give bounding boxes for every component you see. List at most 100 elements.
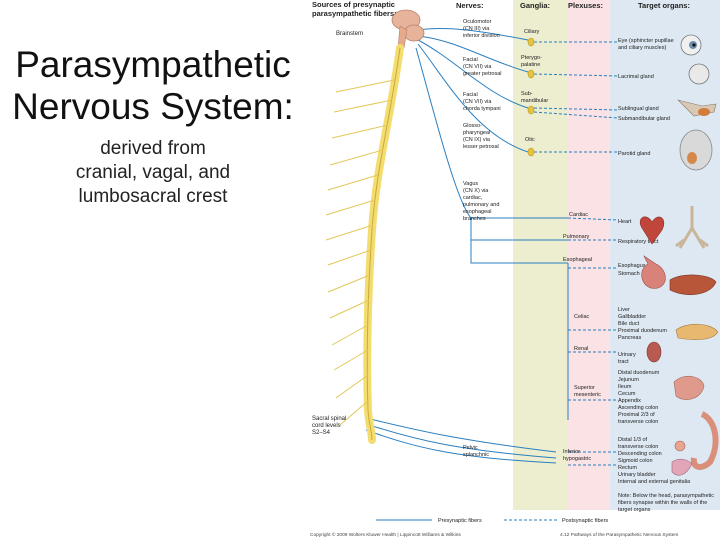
target-label: Appendix <box>618 398 641 404</box>
nerve-label: pulmonary and <box>463 202 499 208</box>
ganglion-label: Ciliary <box>524 29 540 35</box>
legend-postsynaptic: Postsynaptic fibers <box>562 518 608 524</box>
fiber-vagus-esophageal <box>470 240 568 264</box>
target-label: Rectum <box>618 465 637 471</box>
pterygopalatine-ganglion <box>527 69 535 79</box>
target-label: Liver <box>618 307 630 313</box>
nerve-label: lesser petrosal <box>463 144 499 150</box>
nerve-label: branches <box>463 216 486 222</box>
nerve-label: inferior division <box>463 33 500 39</box>
spinal-cord-center <box>366 47 401 441</box>
bladder-icon <box>674 440 686 452</box>
figure-svg: Sources of presynaptic parasympathetic f… <box>310 0 720 538</box>
kidney-icon <box>646 341 662 363</box>
nerve-label: (CN III) via <box>463 26 490 32</box>
target-label: transverse colon <box>618 444 658 450</box>
ganglion-label: mandibular <box>521 98 548 104</box>
post-fiber <box>533 111 619 119</box>
nerve-label: (CN VII) via <box>463 99 492 105</box>
target-label: Descending colon <box>618 451 662 457</box>
organ-illustrations <box>639 34 719 476</box>
legend-presynaptic: Presynaptic fibers <box>438 518 482 524</box>
plexus-label: Pulmonary <box>563 234 590 240</box>
post-fiber <box>567 217 619 221</box>
nerve-label: chorda tympani <box>463 106 501 112</box>
subtitle-line: cranial, vagal, and <box>75 162 231 183</box>
subtitle-line: lumbosacral crest <box>78 186 228 207</box>
target-label: Lacrimal gland <box>618 74 654 80</box>
target-label: and ciliary muscles) <box>618 45 666 51</box>
fiber-facial-petrosal <box>417 35 529 73</box>
target-label: Sublingual gland <box>618 106 659 112</box>
nerve-label: esophageal <box>463 209 491 215</box>
target-label: Esophagus <box>618 263 646 269</box>
nerve-label: greater petrosal <box>463 71 502 77</box>
target-label: Heart <box>618 219 632 225</box>
eyeball-icon <box>688 63 710 85</box>
fiber-oculomotor <box>417 27 529 41</box>
trachea-icon <box>675 206 709 249</box>
target-label: tract <box>618 359 629 365</box>
otic-ganglion <box>527 147 535 157</box>
parotid-icon <box>687 152 697 164</box>
small-intestine-icon <box>673 375 705 400</box>
figure-caption: 4.12 Pathways of the Parasympathetic Ner… <box>560 532 678 538</box>
target-label: Proximal duodenum <box>618 328 667 334</box>
pancreas-icon <box>675 323 719 340</box>
heart-icon <box>639 216 665 245</box>
fiber-facial-chorda <box>417 39 529 109</box>
nerve-label: Pelvic <box>463 445 478 451</box>
subtitle-line: derived from <box>100 138 206 159</box>
note-text: target organs <box>618 507 651 513</box>
target-label: Sigmoid colon <box>618 458 653 464</box>
nerve-label: splanchnic <box>463 452 489 458</box>
target-column <box>610 0 720 510</box>
copyright: Copyright © 2009 Wolters Kluwer Health |… <box>310 531 461 538</box>
ciliary-ganglion <box>527 37 535 47</box>
spinal-nerve-roots <box>325 79 395 426</box>
post-fiber <box>533 73 619 77</box>
note-text: fibers synapse within the walls of the <box>618 500 707 506</box>
label-sacral: Sacral spinal <box>312 416 346 422</box>
uterus-icon <box>671 458 693 476</box>
header-plexuses: Plexuses: <box>568 1 603 10</box>
nerve-label: Facial <box>463 92 478 98</box>
header-sources: Sources of presynaptic <box>312 0 395 9</box>
target-label: Ileum <box>618 384 632 390</box>
fiber-pelvic-3 <box>365 429 557 464</box>
plexus-label: Esophageal <box>563 257 592 263</box>
fiber-pelvic-1 <box>365 417 557 453</box>
target-label: Jejunum <box>618 377 639 383</box>
plexus-label: Cardiac <box>569 212 588 218</box>
plexus-label: Superior <box>574 385 595 391</box>
title-line: Parasympathetic <box>15 44 291 85</box>
ganglion-label: Pterygo- <box>521 55 542 61</box>
liver-icon <box>669 274 717 295</box>
header-sources: parasympathetic fibers: <box>312 9 397 18</box>
nerve-label: pharyngeal <box>463 130 490 136</box>
target-label: Ascending colon <box>618 405 658 411</box>
label-sacral: S2–S4 <box>312 430 331 436</box>
label-sacral: cord levels <box>312 423 341 429</box>
nerve-label: (CN X) via <box>463 188 489 194</box>
header-ganglia: Ganglia: <box>520 1 550 10</box>
nerve-label: (CN IX) via <box>463 137 491 143</box>
target-label: Urinary bladder <box>618 472 656 478</box>
target-label: Pancreas <box>618 335 641 341</box>
plexus-label: Renal <box>574 346 588 352</box>
target-label: Gallbladder <box>618 314 646 320</box>
target-label: Distal 1/3 of <box>618 437 648 443</box>
fiber-glossopharyngeal <box>417 43 529 153</box>
nerve-label: Vagus <box>463 181 478 187</box>
plexus-label: Celiac <box>574 314 590 320</box>
ganglion-label: Otic <box>525 137 535 143</box>
nerve-label: Oculomotor <box>463 19 492 25</box>
eye-pupil-icon <box>692 43 696 47</box>
slide-subtitle: derived from cranial, vagal, and lumbosa… <box>50 137 256 209</box>
nerve-label: Glosso- <box>463 123 482 129</box>
target-label: Eye (sphincter pupillae <box>618 38 674 44</box>
target-label: Submandibular gland <box>618 116 670 122</box>
skull-icon <box>679 129 713 171</box>
stomach-icon <box>641 255 666 289</box>
ganglia-column <box>513 0 568 510</box>
